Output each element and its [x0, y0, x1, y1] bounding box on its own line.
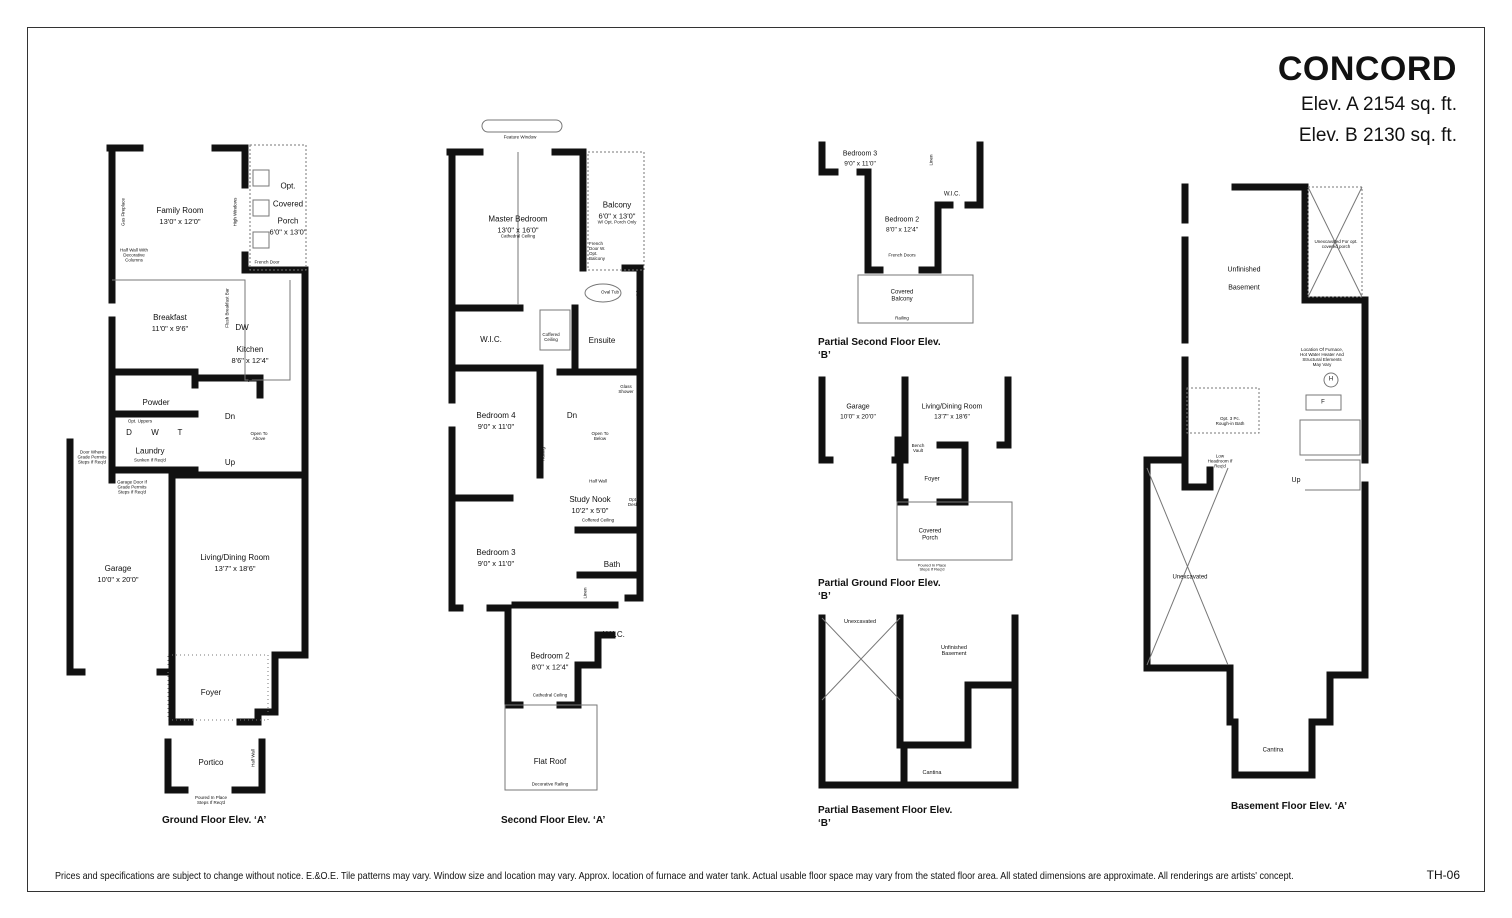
- plan-code: TH-06: [1426, 868, 1460, 882]
- dishwasher-label: DW: [235, 323, 249, 333]
- basement-floor-b-title: Partial Basement Floor Elev. ‘B’: [818, 805, 953, 829]
- room-portico: Portico: [198, 758, 224, 768]
- stairs-up: Up: [224, 458, 236, 468]
- low-headroom-note: Low Headroom If Req'd: [1207, 453, 1233, 469]
- room-powder: Powder: [142, 398, 170, 408]
- french-door-balcony-note: French Door W. Opt. Balcony: [589, 241, 606, 261]
- french-doors-b: French Doors: [888, 252, 916, 258]
- ground-floor-b-title: Partial Ground Floor Elev. ‘B’: [818, 578, 941, 602]
- open-above-note: Open To Above: [250, 431, 268, 441]
- linen-label: Linen: [582, 587, 588, 599]
- water-heater-label: H: [1328, 376, 1334, 383]
- high-windows-note: High Windows: [232, 197, 238, 227]
- gas-fireplace-note: Gas Fireplace: [120, 197, 126, 227]
- ground-floor-a-title: Ground Floor Elev. ‘A’: [162, 815, 267, 826]
- basement-floor-a-walls: [1143, 183, 1369, 779]
- opt-uppers-note: Opt. Uppers: [127, 418, 153, 424]
- stairs-dn: Dn: [224, 412, 236, 422]
- door-where-note: Door Where Grade Permits Steps If Req'd: [77, 449, 107, 465]
- half-wall-right: Half Wall: [250, 749, 256, 767]
- elev-a-area: Elev. A 2154 sq. ft.: [1301, 94, 1457, 115]
- niche-label: Niche: [635, 287, 641, 299]
- second-floor-a-title: Second Floor Elev. ‘A’: [501, 815, 606, 826]
- second-floor-a-walls: [446, 148, 644, 709]
- elev-b-area: Elev. B 2130 sq. ft.: [1298, 125, 1457, 146]
- model-name: CONCORD: [1277, 50, 1457, 88]
- rough-in-bath-label: Opt. 3 Pc. Rough-in Bath: [1215, 416, 1245, 426]
- open-below-note: Open To Below: [591, 431, 609, 441]
- coffered-ceiling-2: Coffered Ceiling: [581, 517, 615, 523]
- poured-steps-b: Poured In Place Steps If Req'd: [917, 562, 947, 572]
- bench-vault-b: Bench Vault: [911, 443, 925, 453]
- cantina-b: Cantina: [922, 769, 942, 776]
- page-frame: [27, 27, 1485, 892]
- railing-note: Railing: [540, 447, 546, 461]
- fridge-label: F: [247, 377, 253, 385]
- room-foyer: Foyer: [200, 688, 222, 698]
- tub-label: T: [177, 428, 183, 438]
- french-door-note: French Door: [254, 259, 280, 265]
- wic-b: W.I.C.: [943, 191, 961, 198]
- flat-roof-label: Flat Roof: [533, 757, 567, 767]
- glass-shower-label: Glass Shower: [618, 384, 634, 394]
- half-wall-note: Half Wall With Decorative Columns: [119, 247, 149, 263]
- stairs-dn-2: Dn: [566, 411, 578, 421]
- oval-tub-label: Oval Tub: [600, 289, 620, 295]
- room-ensuite: Ensuite: [588, 336, 616, 346]
- decorative-railing-note: Decorative Railing: [531, 781, 569, 787]
- garage-door-note: Garage Door If Grade Permits Steps If Re…: [117, 479, 147, 495]
- disclaimer: Prices and specifications are subject to…: [55, 870, 1294, 882]
- opt-desk-note: Opt. Desk: [627, 497, 639, 507]
- covered-balcony-b: Covered Balcony: [890, 289, 914, 302]
- second-floor-b-walls: [818, 141, 984, 274]
- unexcavated-porch-a: Unexcavated For opt. covered porch: [1314, 239, 1358, 249]
- room-foyer-b: Foyer: [924, 476, 940, 483]
- dryer-label: D: [126, 428, 132, 438]
- stairs-up-basement: Up: [1291, 477, 1301, 485]
- railing-b: Railing: [895, 315, 909, 321]
- half-wall-note-2: Half Wall: [589, 478, 607, 484]
- covered-porch-b: Covered Porch: [918, 528, 942, 541]
- unfinished-basement-b: Unfinished Basement: [941, 644, 967, 657]
- unexcavated-a: Unexcavated: [1172, 574, 1208, 581]
- room-wic-2: W.I.C.: [603, 630, 625, 640]
- coffered-ceiling-note: Coffered Ceiling: [542, 332, 560, 342]
- half-wall-left: Half Wall: [166, 749, 172, 767]
- second-floor-b-title: Partial Second Floor Elev. ‘B’: [818, 337, 941, 361]
- room-bath: Bath: [603, 560, 621, 570]
- room-wic: W.I.C.: [480, 335, 502, 345]
- furnace-note: Location Of Furnace, Hot Water Heater An…: [1300, 347, 1344, 367]
- feature-window-note: Feature Window: [503, 134, 537, 140]
- furnace-label: F: [1321, 399, 1325, 406]
- cantina-a: Cantina: [1262, 747, 1284, 754]
- unexcavated-b: Unexcavated: [843, 618, 877, 625]
- unfinished-basement-a: Unfinished Basement: [1227, 266, 1261, 291]
- breakfast-bar-note: Flush Breakfast Bar: [224, 288, 230, 328]
- basement-floor-a-title: Basement Floor Elev. ‘A’: [1231, 801, 1347, 812]
- washer-label: W: [151, 428, 159, 438]
- ground-floor-a-walls: [66, 144, 309, 794]
- poured-steps-note: Poured In Place Steps If Req'd: [194, 795, 228, 805]
- linen-b: Linen: [928, 154, 934, 166]
- basement-floor-b-walls: [818, 614, 1019, 789]
